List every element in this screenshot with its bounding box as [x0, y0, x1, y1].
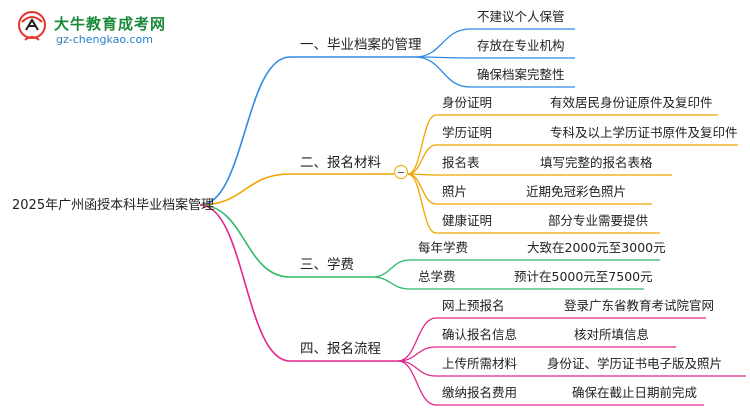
material-detail-health: 部分专业需要提供 [548, 213, 649, 228]
logo-title: 大牛教育成考网 [54, 15, 167, 33]
leaf-connector [397, 317, 437, 362]
material-label-photo: 照片 [442, 184, 468, 199]
branch-process: 四、报名流程 [300, 341, 381, 357]
material-detail-photo: 近期免冠彩色照片 [526, 184, 627, 199]
bull-logo-icon [18, 11, 46, 41]
material-detail-education: 专科及以上学历证书原件及复印件 [550, 125, 738, 140]
leaf-connector [414, 56, 471, 88]
material-label-form: 报名表 [442, 155, 480, 170]
process-label-prereg: 网上预报名 [442, 298, 505, 313]
material-label-id: 身份证明 [442, 95, 493, 110]
branch-archive-management: 一、毕业档案的管理 [300, 37, 422, 53]
process-detail-confirm: 核对所填信息 [574, 327, 650, 342]
leaf-archive-2: 存放在专业机构 [477, 38, 565, 53]
logo-url: gz-chengkao.com [56, 33, 153, 46]
process-detail-fee: 确保在截止日期前完成 [572, 385, 698, 400]
leaf-connector [407, 144, 437, 175]
material-label-education: 学历证明 [442, 125, 493, 140]
material-detail-id: 有效居民身份证原件及复印件 [550, 95, 713, 110]
leaf-connector [397, 346, 437, 362]
branch-materials: 二、报名材料 [300, 155, 381, 171]
process-detail-prereg: 登录广东省教育考试院官网 [564, 298, 715, 313]
collapse-toggle[interactable] [394, 165, 408, 179]
leaf-connector [371, 276, 411, 290]
tuition-label-total: 总学费 [418, 269, 456, 284]
leaf-connector [407, 114, 437, 175]
leaf-connector [414, 28, 471, 58]
leaf-archive-1: 不建议个人保管 [477, 9, 565, 24]
branch-connector [199, 173, 291, 206]
process-label-confirm: 确认报名信息 [442, 327, 518, 342]
branch-connector [199, 56, 291, 206]
process-detail-upload: 身份证、学历证书电子版及照片 [547, 356, 723, 371]
root-node: 2025年广州函授本科毕业档案管理 [12, 198, 215, 213]
material-label-health: 健康证明 [442, 213, 493, 228]
process-label-fee: 缴纳报名费用 [442, 385, 518, 400]
leaf-connector [407, 173, 437, 234]
leaf-connector [407, 173, 437, 205]
branch-tuition: 三、学费 [300, 257, 354, 273]
leaf-connector [397, 360, 437, 406]
process-label-upload: 上传所需材料 [442, 356, 518, 371]
leaf-connector [371, 259, 411, 278]
branch-connector [199, 204, 291, 278]
tuition-label-yearly: 每年学费 [418, 240, 469, 255]
branch-connector [199, 204, 291, 362]
tuition-detail-yearly: 大致在2000元至3000元 [527, 240, 666, 255]
tuition-detail-total: 预计在5000元至7500元 [514, 269, 653, 284]
leaf-archive-3: 确保档案完整性 [477, 67, 565, 82]
material-detail-form: 填写完整的报名表格 [540, 155, 653, 170]
site-logo[interactable]: 大牛教育成考网 gz-chengkao.com [16, 10, 216, 50]
